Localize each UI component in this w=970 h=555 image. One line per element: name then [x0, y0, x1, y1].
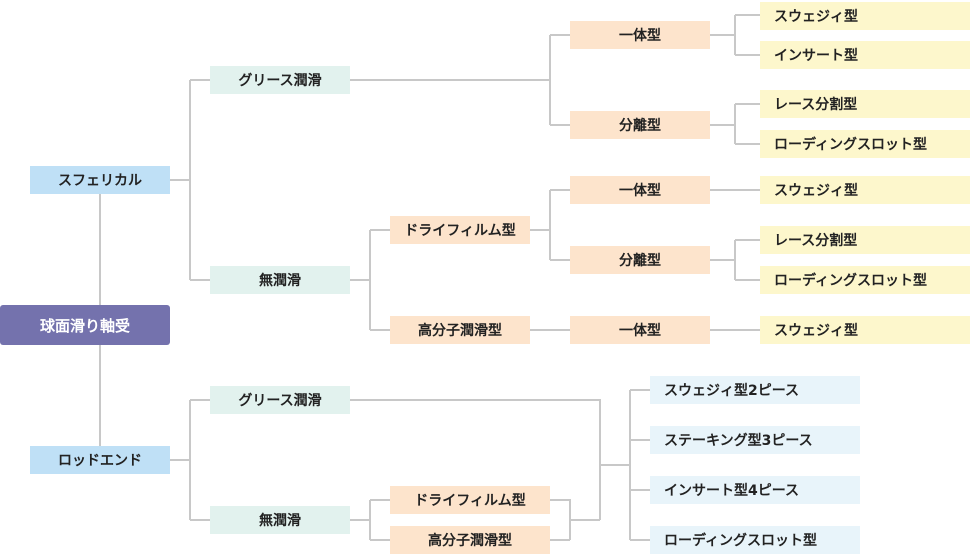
- root-node: 球面滑り軸受: [0, 305, 170, 345]
- rodend-dry-node: 無潤滑: [210, 506, 350, 534]
- piece-loading-slot: ローディングスロット型: [650, 526, 860, 554]
- connector-dryfilm-branch: [530, 189, 570, 261]
- dryfilm-separate-node: 分離型: [570, 246, 710, 274]
- spherical-node: スフェリカル: [30, 166, 170, 194]
- piece-insert-4: インサート型4ピース: [650, 476, 860, 504]
- rodend-dryfilm-node: ドライフィルム型: [390, 486, 550, 514]
- piece-swage-2: スウェジィ型2ピース: [650, 376, 860, 404]
- rodend-node: ロッドエンド: [30, 446, 170, 474]
- connector-dry-branch: [350, 229, 390, 331]
- leaf-swage-3: スウェジィ型: [760, 316, 970, 344]
- rodend-polymer-node: 高分子潤滑型: [390, 526, 550, 554]
- connector-pieces-branch: [600, 389, 650, 541]
- spherical-dryfilm-node: ドライフィルム型: [390, 216, 530, 244]
- spherical-grease-separate-node: 分離型: [570, 111, 710, 139]
- spherical-grease-node: グリース潤滑: [210, 66, 350, 94]
- connector-spherical-branch: [170, 79, 210, 281]
- spherical-grease-integral-node: 一体型: [570, 21, 710, 49]
- connector-rodend-merge: [550, 499, 600, 541]
- polymer-integral-node: 一体型: [570, 316, 710, 344]
- rodend-grease-node: グリース潤滑: [210, 386, 350, 414]
- dryfilm-integral-node: 一体型: [570, 176, 710, 204]
- leaf-swage-1: スウェジィ型: [760, 2, 970, 30]
- connector-dryfilm-separate-branch: [710, 239, 760, 281]
- connector-rodend-branch: [170, 399, 210, 521]
- leaf-race-split-2: レース分割型: [760, 226, 970, 254]
- connector-rodend-dry-branch: [350, 499, 390, 541]
- leaf-swage-2: スウェジィ型: [760, 176, 970, 204]
- connector-separate-branch: [710, 103, 760, 145]
- spherical-polymer-node: 高分子潤滑型: [390, 316, 530, 344]
- leaf-insert: インサート型: [760, 41, 970, 69]
- leaf-loading-slot-1: ローディングスロット型: [760, 130, 970, 158]
- piece-staking-3: ステーキング型3ピース: [650, 426, 860, 454]
- leaf-loading-slot-2: ローディングスロット型: [760, 266, 970, 294]
- connector-integral-branch: [710, 14, 760, 56]
- spherical-dry-node: 無潤滑: [210, 266, 350, 294]
- connector-rodend-grease: [350, 399, 601, 520]
- leaf-race-split-1: レース分割型: [760, 90, 970, 118]
- connector-grease-branch: [350, 34, 570, 126]
